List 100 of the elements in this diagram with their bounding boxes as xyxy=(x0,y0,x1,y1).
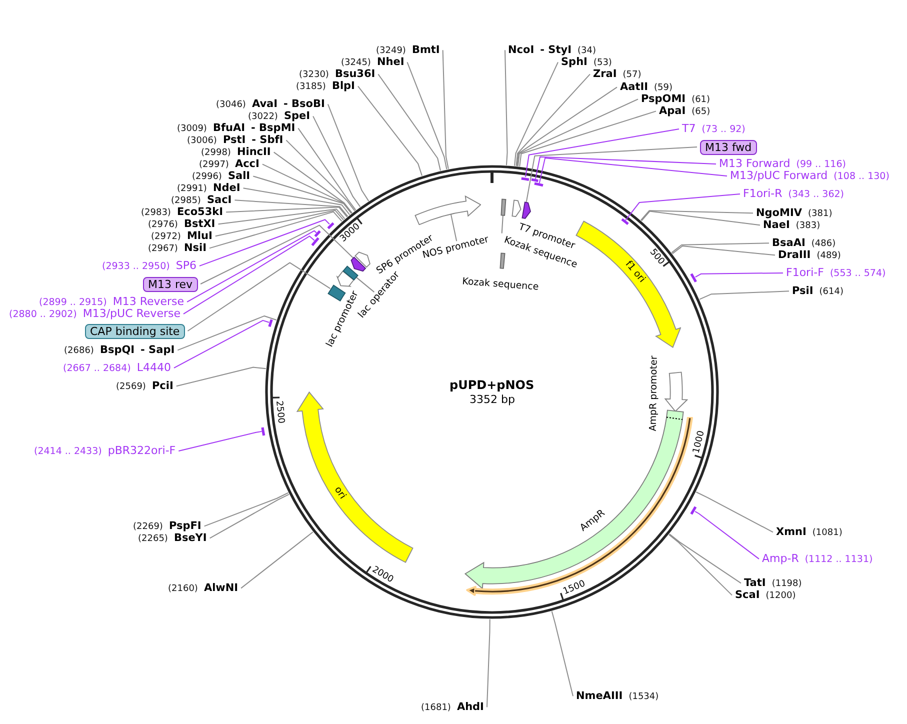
leader-line xyxy=(696,492,774,533)
primer-label: F1ori-R xyxy=(743,188,782,200)
leader-line xyxy=(187,262,331,332)
enzyme-label: NgoMIV xyxy=(756,207,802,220)
leader-line xyxy=(252,176,352,214)
leader-line xyxy=(226,206,348,218)
position-label: (2996) xyxy=(192,172,222,182)
range-label: (2414 .. 2433) xyxy=(34,446,102,458)
leader-line xyxy=(668,534,732,596)
leader-line xyxy=(551,610,574,697)
enzyme-label: XmnI xyxy=(776,526,806,538)
scale-label: 500 xyxy=(647,247,666,267)
feature-tag: M13 rev xyxy=(143,276,198,292)
range-label: (73 .. 92) xyxy=(702,124,746,136)
enzyme-label: ApaI xyxy=(659,105,686,118)
leader-line xyxy=(525,128,680,178)
enzyme-label: BmtI xyxy=(412,44,440,56)
scale-label: 2500 xyxy=(274,400,286,424)
position-label: (1534) xyxy=(628,692,659,702)
position-label: (2976) xyxy=(148,220,178,230)
range-label: (2933 .. 2950) xyxy=(102,262,170,272)
leader-line xyxy=(517,98,638,167)
enzyme-label: SphI xyxy=(561,56,588,68)
position-label: (61) xyxy=(692,95,710,106)
primer-label: M13 Forward xyxy=(719,158,790,170)
enzyme-label: PciI xyxy=(152,380,174,392)
position-label: (3022) xyxy=(248,112,278,122)
leader-line xyxy=(186,230,317,302)
tick-mark-icon xyxy=(620,216,630,226)
leader-line xyxy=(356,276,375,293)
primer-label: T7 xyxy=(682,122,696,136)
block-icon xyxy=(342,264,360,281)
range-label: (343 .. 362) xyxy=(788,190,844,200)
scale-label: 1000 xyxy=(691,430,707,454)
range-label: (553 .. 574) xyxy=(830,268,886,280)
range-label: (108 .. 130) xyxy=(834,172,890,182)
range-label: (2667 .. 2684) xyxy=(63,364,131,374)
position-label: (2983) xyxy=(141,208,171,218)
position-label: (2972) xyxy=(151,232,181,242)
leader-line xyxy=(327,104,370,202)
leader-line xyxy=(669,534,742,584)
enzyme-label: PspFI xyxy=(168,520,202,532)
enzyme-label: NheI xyxy=(376,56,404,68)
primer-label: Amp-R xyxy=(762,552,799,566)
position-label: (381) xyxy=(808,209,832,220)
primer-label: M13/pUC Forward xyxy=(730,170,828,182)
position-label: (2998) xyxy=(201,148,231,158)
enzyme-label: AhdI xyxy=(456,701,484,714)
arrow-icon xyxy=(520,200,532,220)
tick-mark-icon xyxy=(267,318,274,328)
map-title: pUPD+pNOS xyxy=(450,379,534,393)
leader-line xyxy=(406,62,448,170)
feature-tag: M13 fwd xyxy=(700,140,757,154)
enzyme-label: DraIII xyxy=(778,249,811,262)
leader-line xyxy=(357,86,422,176)
arrow-icon xyxy=(336,270,355,288)
leader-line xyxy=(176,366,266,387)
position-label: (486) xyxy=(811,239,836,250)
enzyme-label: PspOMI xyxy=(641,93,686,106)
leader-line xyxy=(198,219,330,266)
leader-line xyxy=(535,156,716,180)
primer-label: L4440 xyxy=(136,362,171,374)
scale-label: 1500 xyxy=(562,579,588,598)
enzyme-label: BlpI xyxy=(332,80,355,92)
leader-line xyxy=(516,74,590,166)
enzyme-label: HincII xyxy=(236,146,271,158)
position-label: (2985) xyxy=(171,196,201,206)
position-label: (2569) xyxy=(116,382,146,392)
position-label: (59) xyxy=(654,83,673,94)
position-label: (3249) xyxy=(376,46,406,56)
plasmid-ring xyxy=(264,164,720,620)
position-label: (3245) xyxy=(341,58,371,68)
tick-mark-icon xyxy=(689,272,698,284)
enzyme-label: ScaI xyxy=(735,589,760,602)
leader-line xyxy=(298,128,356,211)
enzyme-label: ZraI xyxy=(593,68,617,80)
leader-line xyxy=(504,50,508,166)
enzyme-label: AvaI xyxy=(252,98,278,110)
feature-label: ori xyxy=(332,484,348,502)
leader-line xyxy=(218,208,346,225)
leader-line xyxy=(240,532,314,589)
leader-line xyxy=(519,110,656,167)
leader-line xyxy=(699,290,790,300)
leader-line xyxy=(694,510,760,560)
position-label: (383) xyxy=(796,221,820,232)
leader-line xyxy=(312,116,361,208)
range-label: (1112 .. 1131) xyxy=(804,554,873,566)
enzyme-label: NdeI xyxy=(212,182,240,194)
enzyme-label: SalI xyxy=(228,170,250,182)
leader-line xyxy=(671,242,770,254)
enzyme-label: SacI xyxy=(206,194,232,206)
enzyme-label: SpeI xyxy=(284,110,310,122)
range-label: (99 .. 116) xyxy=(796,160,846,170)
enzyme-label: NcoI xyxy=(508,44,534,56)
enzyme-label: AlwNI xyxy=(204,582,238,594)
tick-mark-icon xyxy=(326,220,336,230)
enzyme-label: - SapI xyxy=(140,344,175,356)
leader-line xyxy=(173,320,270,368)
enzyme-label: PstI xyxy=(222,134,246,146)
leader-line xyxy=(640,210,754,221)
